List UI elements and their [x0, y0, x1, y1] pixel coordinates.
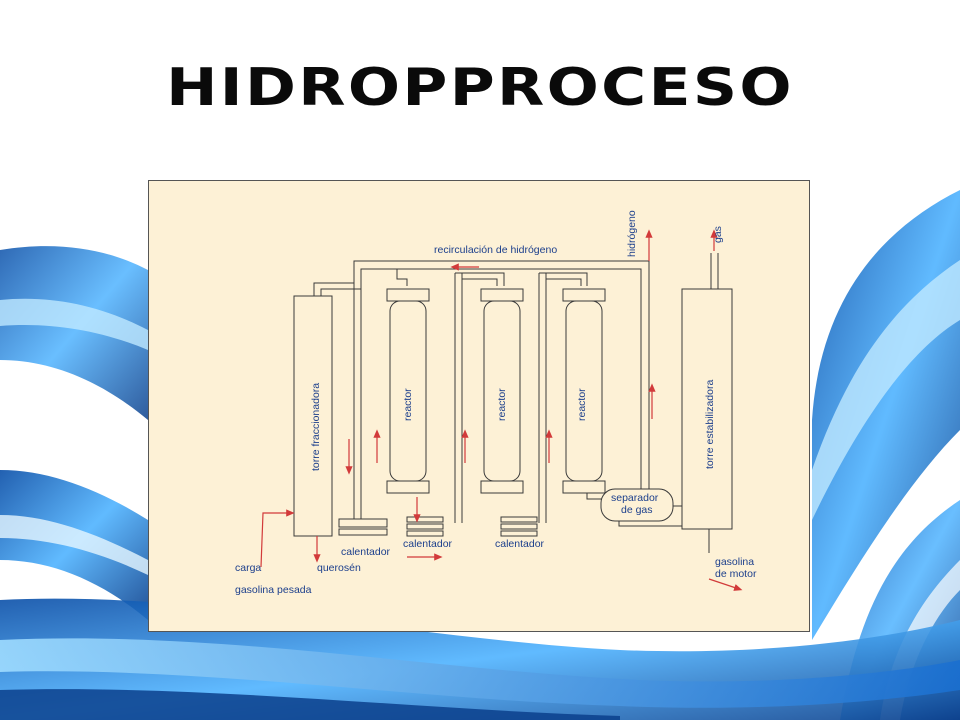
- flow-arrows: [260, 229, 743, 591]
- label-fractionating-tower: torre fraccionadora: [310, 383, 322, 471]
- reactor-1: [386, 288, 430, 494]
- process-diagram-panel: recirculación de hidrógeno hidrógeno gas…: [148, 180, 810, 632]
- label-separator-line1: separador: [611, 492, 659, 504]
- label-separator-line2: de gas: [621, 504, 653, 516]
- heater-1: [338, 518, 388, 536]
- label-reactor-2: reactor: [496, 388, 508, 421]
- label-stabilizing-tower: torre estabilizadora: [704, 380, 716, 469]
- reactor-3: [562, 288, 606, 494]
- heater-3: [500, 516, 538, 537]
- reactor-2: [480, 288, 524, 494]
- stabilizing-tower: [681, 288, 733, 530]
- slide-title: HIDROPPROCESO: [166, 58, 794, 118]
- label-heater-3: calentador: [495, 538, 545, 550]
- hydroprocess-flow-diagram: recirculación de hidrógeno hidrógeno gas…: [235, 210, 757, 596]
- label-kerosene: querosén: [317, 562, 361, 574]
- label-recirculation: recirculación de hidrógeno: [434, 244, 557, 256]
- label-heavy-gasoline: gasolina pesada: [235, 584, 312, 596]
- label-gas: gas: [712, 226, 724, 243]
- heater-2: [406, 516, 444, 537]
- label-heater-1: calentador: [341, 546, 391, 558]
- fractionating-tower: [293, 295, 333, 537]
- label-charge: carga: [235, 562, 261, 574]
- label-heater-2: calentador: [403, 538, 453, 550]
- gas-separator: [600, 488, 674, 522]
- label-hydrogen: hidrógeno: [626, 210, 638, 257]
- label-reactor-1: reactor: [402, 388, 414, 421]
- label-motor-gasoline-line1: gasolina: [715, 556, 754, 568]
- piping: [313, 253, 719, 553]
- label-reactor-3: reactor: [576, 388, 588, 421]
- label-motor-gasoline-line2: de motor: [715, 568, 757, 580]
